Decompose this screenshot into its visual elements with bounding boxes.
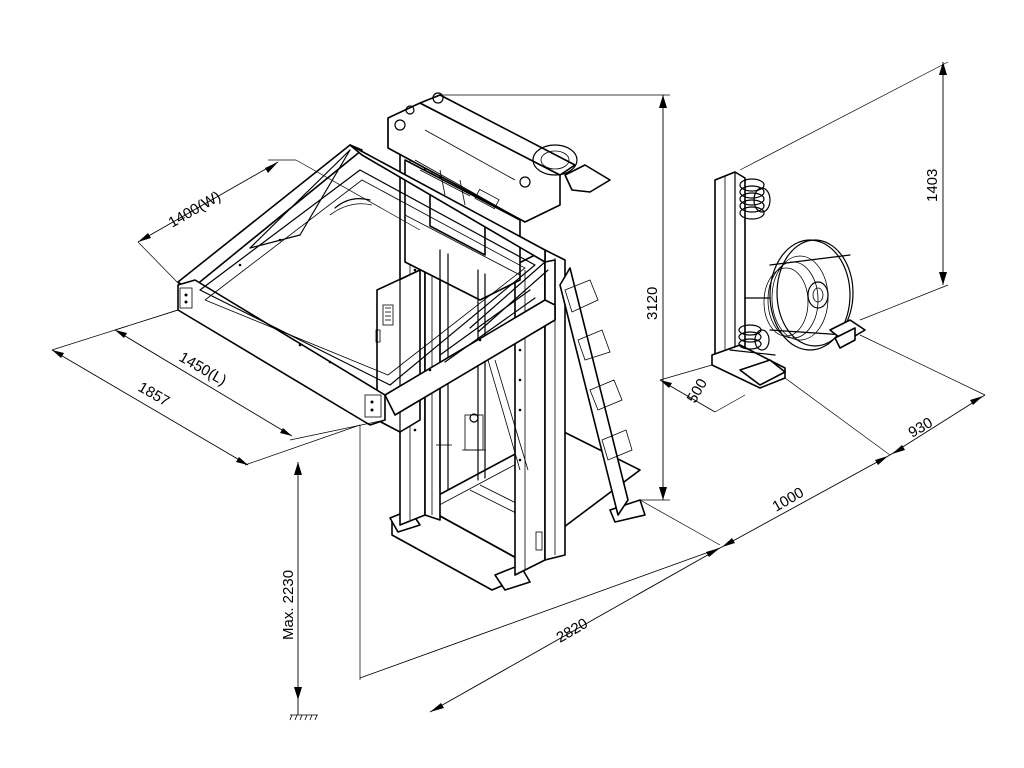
dim-dispenser-depth-label: 930 [906, 414, 936, 441]
dimension-lines [51, 61, 986, 721]
dim-width-label: 1400(W) [166, 188, 224, 231]
feed-rollers [739, 178, 771, 220]
guide-wheel [532, 144, 611, 193]
dim-length-label: 1450(L) [176, 349, 229, 390]
dim-base-length-label: 2820 [554, 615, 591, 646]
diagonal-brace [487, 267, 633, 516]
dim-dispenser-height-label: 1403 [924, 169, 941, 202]
right-column [514, 249, 566, 576]
dim-height-label: 3120 [644, 287, 661, 320]
head-housing [387, 92, 576, 223]
dim-dispenser-width-label: 500 [684, 376, 711, 406]
strap-dispenser [711, 171, 866, 389]
dim-overall-depth-label: 1857 [135, 379, 172, 410]
arch-frame [177, 144, 556, 426]
bottom-rollers [729, 324, 776, 356]
coil-reel [744, 239, 854, 351]
dim-max-height-label: Max. 2230 [280, 570, 297, 640]
strapping-machine [177, 92, 646, 591]
